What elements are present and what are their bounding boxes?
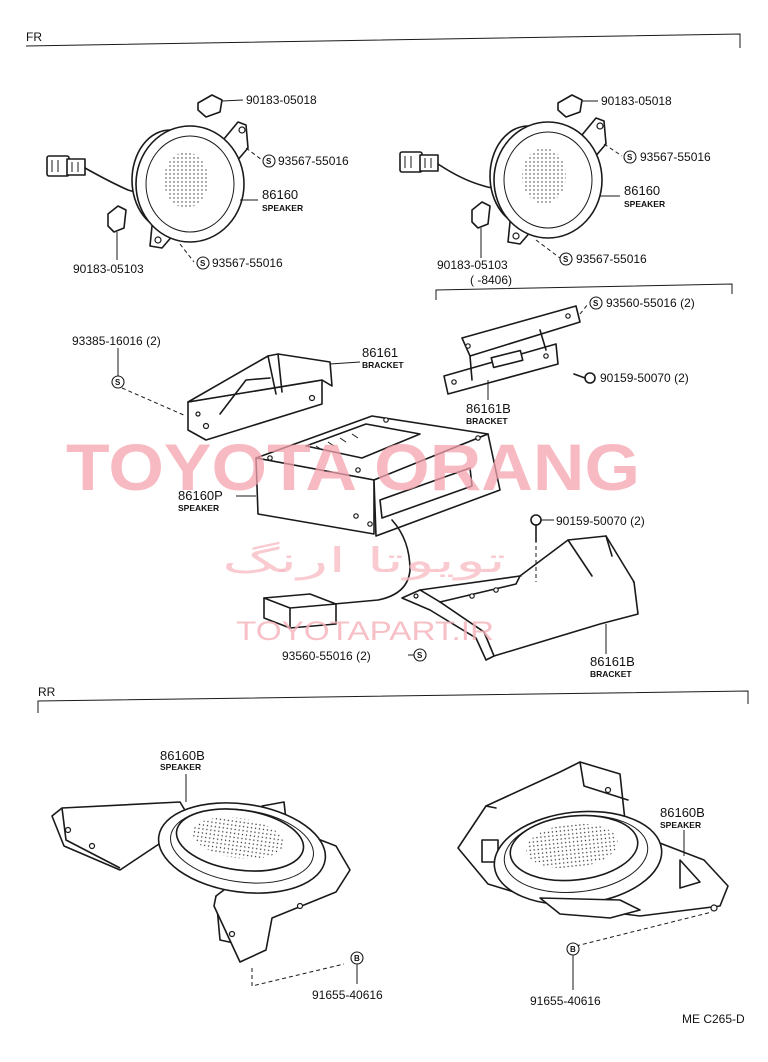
fr-right-screw-bottom-label: 93567-55016 bbox=[576, 252, 647, 266]
bracket-86161b-screw-label: 93560-55016 (2) bbox=[606, 296, 695, 310]
fr-right-speaker-assembly: S S 90183-05018 93567-55016 86160 SPEAKE… bbox=[399, 94, 733, 300]
screw-symbol: S bbox=[115, 378, 121, 387]
watermark-persian: تویوتا ارنگ bbox=[222, 541, 506, 581]
screw-symbol: S bbox=[593, 299, 599, 308]
section-fr-label: FR bbox=[26, 30, 42, 44]
fr-left-screw-bottom-label: 93567-55016 bbox=[212, 256, 283, 270]
fr-left-clip-bottom bbox=[107, 205, 127, 233]
bracket-86161b-number: 86161B bbox=[466, 401, 511, 416]
section-rr: RR bbox=[37, 685, 749, 713]
fr-right-clip-top-label: 90183-05018 bbox=[601, 94, 672, 108]
rr-right-speaker-name: SPEAKER bbox=[660, 820, 701, 830]
watermark-brand: TOYOTA ORANG bbox=[66, 430, 640, 504]
fr-right-clip-bottom bbox=[471, 201, 491, 229]
fr-left-clip-bottom-label: 90183-05103 bbox=[73, 262, 144, 276]
fr-right-connector bbox=[399, 151, 507, 189]
bracket-86161b-name: BRACKET bbox=[466, 416, 508, 426]
section-fr: FR bbox=[25, 30, 741, 48]
footer-code: ME C265-D bbox=[682, 1012, 745, 1026]
center-bracket-name: BRACKET bbox=[590, 669, 632, 679]
bracket-86161-number: 86161 bbox=[362, 345, 398, 360]
bracket-86161b-small: S 93560-55016 (2) 90159-50070 (2) 86161B… bbox=[443, 296, 695, 426]
fr-right-clip-bottom-label: 90183-05103 bbox=[437, 258, 508, 272]
fr-left-speaker bbox=[131, 121, 249, 249]
rr-left-speaker-name: SPEAKER bbox=[160, 762, 201, 772]
fr-left-clip-top-label: 90183-05018 bbox=[246, 93, 317, 107]
center-speaker-name: SPEAKER bbox=[178, 503, 219, 513]
fr-right-speaker-number: 86160 bbox=[624, 183, 660, 198]
fr-right-speaker-name: SPEAKER bbox=[624, 199, 665, 209]
bolt-symbol: B bbox=[570, 945, 576, 954]
fr-left-speaker-number: 86160 bbox=[262, 187, 298, 202]
watermark: TOYOTA ORANG تویوتا ارنگ TOYOTAPART.IR bbox=[66, 430, 640, 646]
bracket-86161-name: BRACKET bbox=[362, 360, 404, 370]
fr-left-screw-top-label: 93567-55016 bbox=[278, 154, 349, 168]
bolt-symbol: B bbox=[354, 954, 360, 963]
section-rr-label: RR bbox=[38, 685, 56, 699]
rr-right-speaker-assembly: B 86160B SPEAKER 91655-40616 bbox=[457, 761, 729, 1008]
fr-right-clip-top bbox=[557, 94, 583, 118]
fr-right-speaker bbox=[489, 117, 607, 245]
bracket-86161-screw-label: 93385-16016 (2) bbox=[72, 334, 161, 348]
fr-left-speaker-name: SPEAKER bbox=[262, 203, 303, 213]
center-bracket-number: 86161B bbox=[590, 654, 635, 669]
rr-left-speaker-assembly: B 86160B SPEAKER 91655-40616 bbox=[51, 748, 383, 1002]
rr-right-fastener-label: 91655-40616 bbox=[530, 994, 601, 1008]
screw-symbol: S bbox=[200, 259, 206, 268]
fr-left-connector bbox=[46, 155, 151, 193]
fr-right-date-note: ( -8406) bbox=[470, 273, 512, 287]
bolt-icon bbox=[530, 514, 542, 543]
watermark-url: TOYOTAPART.IR bbox=[236, 616, 494, 646]
center-speaker-86160p: 86160P SPEAKER bbox=[178, 415, 501, 629]
bolt-icon bbox=[573, 372, 596, 384]
fr-left-speaker-assembly: S S 90183-05018 93567-55016 86160 SPEAKE… bbox=[46, 93, 349, 276]
screw-symbol: S bbox=[417, 651, 423, 660]
center-bracket-86161b: 90159-50070 (2) S 93560-55016 (2) 86161B… bbox=[282, 514, 645, 679]
center-speaker-connector bbox=[263, 593, 337, 629]
screw-symbol: S bbox=[627, 153, 633, 162]
rr-left-speaker-number: 86160B bbox=[160, 748, 205, 763]
center-bolt-label: 90159-50070 (2) bbox=[556, 514, 645, 528]
bracket-86161: S 93385-16016 (2) 86161 BRACKET bbox=[72, 334, 404, 441]
center-speaker-number: 86160P bbox=[178, 488, 223, 503]
center-screw-label: 93560-55016 (2) bbox=[282, 649, 371, 663]
screw-symbol: S bbox=[266, 157, 272, 166]
fr-right-screw-top-label: 93567-55016 bbox=[640, 150, 711, 164]
rr-left-fastener-label: 91655-40616 bbox=[312, 988, 383, 1002]
screw-symbol: S bbox=[563, 255, 569, 264]
fr-left-clip-top bbox=[197, 94, 223, 118]
bracket-86161b-bolt-label: 90159-50070 (2) bbox=[600, 371, 689, 385]
rr-right-speaker-number: 86160B bbox=[660, 805, 705, 820]
